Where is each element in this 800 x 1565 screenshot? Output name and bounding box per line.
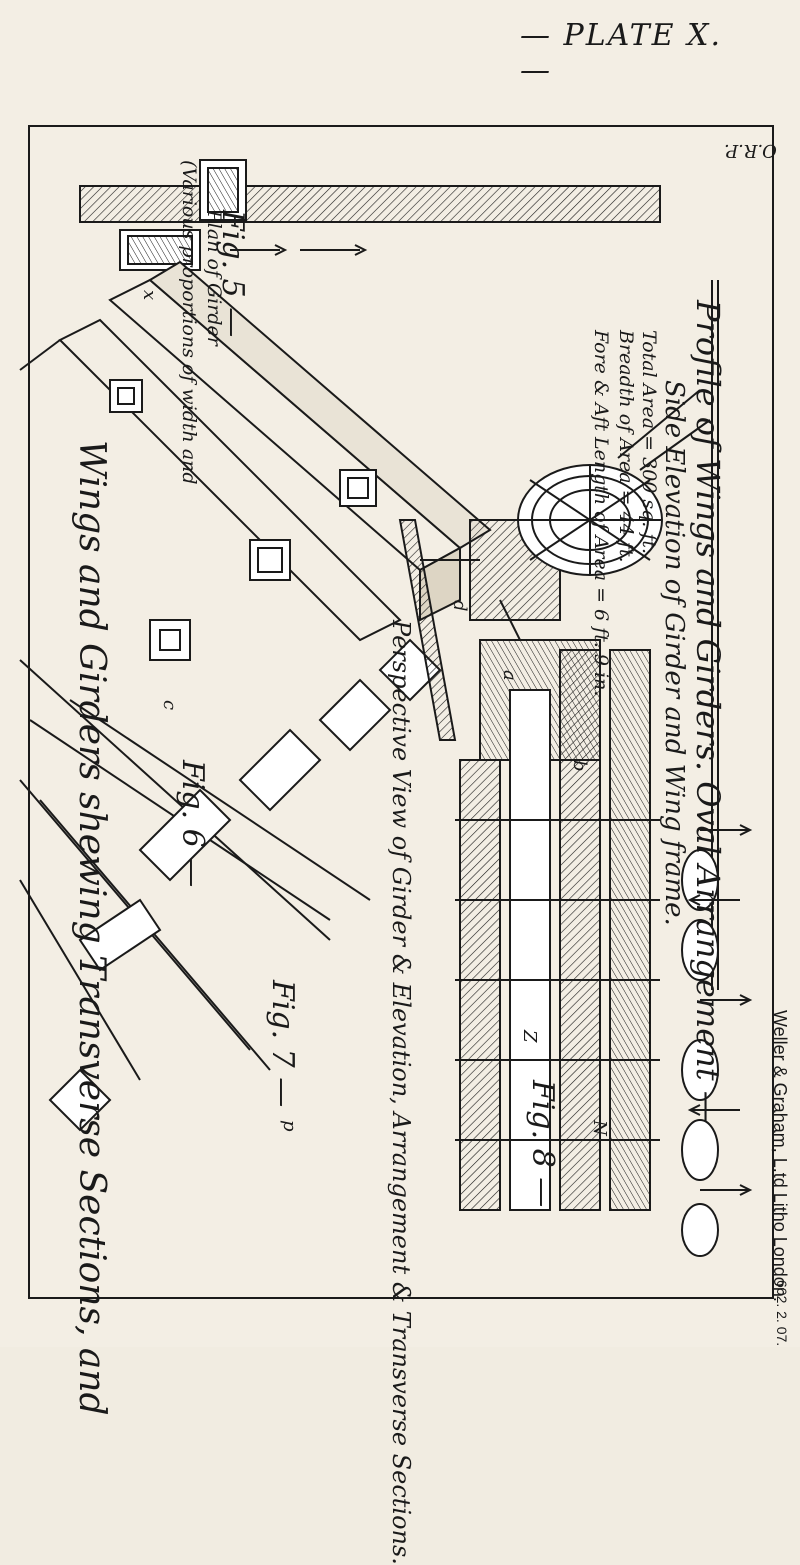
fig8-label: Fig. 8 — xyxy=(525,1080,560,1208)
letter-p: p xyxy=(279,1120,300,1132)
letter-b: b xyxy=(569,760,590,772)
plan-of-girder-drawing xyxy=(79,185,661,271)
breadth-label: Breadth of Area = 44 ft. xyxy=(615,330,637,563)
sub-title: Side Elevation of Girder and Wing frame. xyxy=(659,380,689,926)
fig5-note-label: (Various proportions of width and xyxy=(178,160,200,485)
fig4-caption: Perspective View of Girder & Elevation, … xyxy=(387,620,415,1565)
plate-number: 602. 2. 07. xyxy=(774,1280,790,1347)
main-title: Profile of Wings and Girders. Oval Arran… xyxy=(689,300,727,1123)
engineering-drawing xyxy=(19,159,753,1257)
fig5-small-section xyxy=(199,159,247,221)
plate-page: — PLATE X. — xyxy=(19,18,790,1565)
perspective-girder-drawing xyxy=(19,260,492,1132)
fig7-label: Fig. 7 — xyxy=(265,980,300,1108)
letter-d: d xyxy=(449,600,470,612)
letter-z: Z xyxy=(519,1030,540,1043)
total-area-label: Total Area = 300 sq. ft. xyxy=(638,330,660,555)
oval-wing-section-drawing xyxy=(420,389,711,641)
plate-title: — PLATE X. — xyxy=(520,18,723,88)
letter-n: N xyxy=(589,1120,610,1136)
wing-girder-lattice-drawing xyxy=(455,649,753,1257)
plate-ref: O.R.P. xyxy=(724,140,777,161)
letter-a: a xyxy=(499,670,520,681)
fore-aft-label: Fore & Aft Length of Area = 6 ft. 9 in. xyxy=(590,330,612,697)
letter-x: x xyxy=(139,290,160,301)
bottom-caption: Wings and Girders shewing Transverse Sec… xyxy=(71,440,112,1416)
printer-credit: Weller & Graham, L.td Litho London. xyxy=(770,1010,790,1302)
fig5-sub-label: Plan of Girder xyxy=(203,210,225,346)
letter-c: c xyxy=(159,700,180,711)
fig6-label: Fig. 6 — xyxy=(175,760,210,888)
plate-frame xyxy=(28,125,774,1299)
